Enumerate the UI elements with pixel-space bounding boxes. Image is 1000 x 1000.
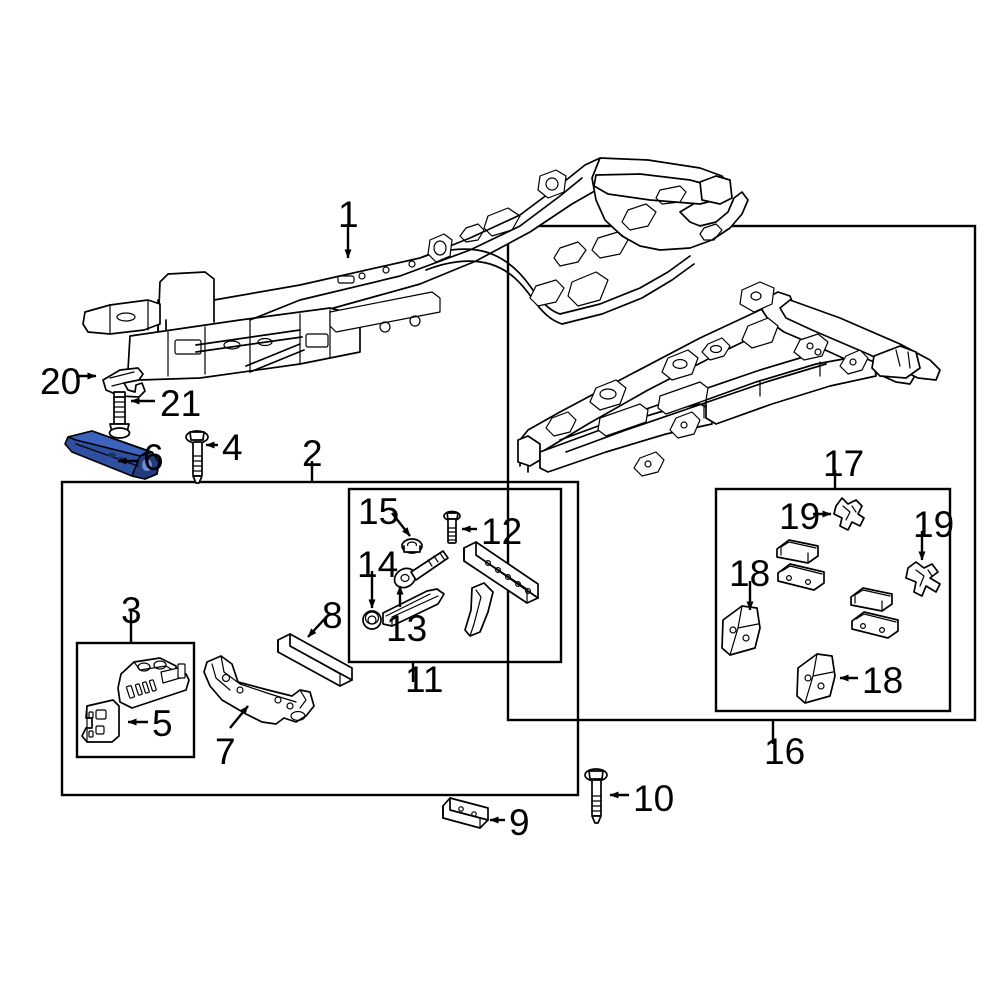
callout-10[interactable]: 10 — [633, 778, 675, 819]
shim-plate-c[interactable] — [850, 587, 893, 612]
bracket-18-right[interactable] — [796, 653, 836, 704]
group-box-3[interactable] — [75, 641, 196, 759]
callout-13[interactable]: 13 — [386, 608, 428, 649]
callout-9[interactable]: 9 — [509, 802, 530, 843]
callout-6[interactable]: 6 — [143, 437, 164, 478]
bolt-14-stud[interactable] — [391, 550, 449, 591]
callout-18-left[interactable]: 18 — [729, 553, 771, 594]
crossmember-7[interactable] — [203, 655, 315, 725]
reinforcement-6[interactable] — [64, 430, 160, 480]
shim-plate-d[interactable] — [851, 611, 899, 639]
bracket-11-angle[interactable] — [464, 582, 494, 637]
group-box-16[interactable] — [506, 224, 977, 722]
group-box-2[interactable] — [60, 480, 580, 797]
group-box-17[interactable] — [714, 487, 952, 713]
main-frame-assembly[interactable] — [82, 157, 749, 381]
callout-4[interactable]: 4 — [222, 427, 243, 468]
crossmember-13[interactable] — [382, 588, 445, 627]
group-box-11[interactable] — [347, 487, 563, 664]
callout-19-right[interactable]: 19 — [913, 504, 955, 545]
clip-19-right[interactable] — [905, 561, 941, 597]
plate-5[interactable] — [81, 699, 120, 743]
callout-18-right[interactable]: 18 — [862, 660, 904, 701]
callout-20[interactable]: 20 — [40, 361, 82, 402]
callout-8[interactable]: 8 — [322, 595, 343, 636]
bracket-3-part[interactable] — [117, 657, 190, 709]
crossmember-11-rail[interactable] — [463, 541, 539, 604]
leader-lines — [76, 224, 926, 824]
callout-17[interactable]: 17 — [823, 443, 865, 484]
callout-11[interactable]: 11 — [405, 659, 444, 700]
bolt-4[interactable] — [185, 430, 209, 484]
callout-16[interactable]: 16 — [764, 731, 806, 772]
crossmember-8[interactable] — [277, 633, 353, 687]
callout-1[interactable]: 1 — [338, 194, 359, 235]
washer-14[interactable] — [362, 610, 382, 630]
rear-frame-section[interactable] — [517, 281, 941, 477]
shim-plate-b[interactable] — [777, 563, 825, 591]
callout-15[interactable]: 15 — [358, 491, 400, 532]
callout-12[interactable]: 12 — [481, 511, 523, 552]
bolt-10[interactable] — [584, 768, 608, 824]
callout-19-left[interactable]: 19 — [779, 496, 821, 537]
callout-21[interactable]: 21 — [160, 383, 202, 424]
spacer-9[interactable] — [442, 797, 489, 829]
shim-plate-a[interactable] — [776, 539, 819, 564]
callout-5[interactable]: 5 — [152, 703, 173, 744]
clip-19-left[interactable] — [833, 497, 865, 531]
bolt-21[interactable] — [108, 391, 131, 439]
callout-7[interactable]: 7 — [215, 731, 236, 772]
bolt-12[interactable] — [443, 510, 461, 544]
bracket-18-left[interactable] — [721, 605, 761, 656]
callout-14[interactable]: 14 — [357, 544, 399, 585]
callout-3[interactable]: 3 — [121, 590, 142, 631]
callout-2[interactable]: 2 — [302, 433, 323, 474]
bracket-20[interactable] — [102, 367, 146, 398]
nut-15[interactable] — [401, 538, 423, 554]
